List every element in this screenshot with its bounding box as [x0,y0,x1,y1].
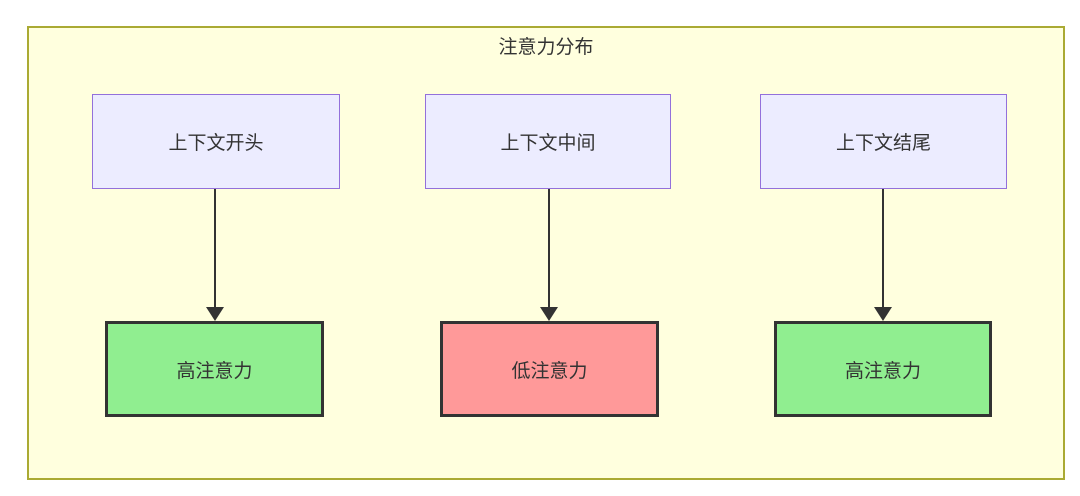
arrow-shaft [882,189,884,308]
node-high-attention-right: 高注意力 [774,321,992,417]
arrowhead-icon [206,307,224,321]
node-low-attention-label: 低注意力 [511,360,588,382]
node-context-end-label: 上下文结尾 [835,133,931,154]
node-context-middle-label: 上下文中间 [500,133,596,154]
node-context-beginning: 上下文开头 [92,94,340,189]
node-context-middle: 上下文中间 [425,94,671,189]
node-context-end: 上下文结尾 [760,94,1007,189]
arrow-shaft [214,189,216,308]
arrow-end-to-high [873,189,893,321]
arrowhead-icon [874,307,892,321]
node-high-attention-left: 高注意力 [105,321,324,417]
node-context-beginning-label: 上下文开头 [168,133,264,154]
node-high-attention-left-label: 高注意力 [176,360,253,382]
arrow-middle-to-low [539,189,559,321]
arrow-beginning-to-high [205,189,225,321]
node-low-attention: 低注意力 [440,321,659,417]
arrowhead-icon [540,307,558,321]
attention-distribution-diagram: 注意力分布 上下文开头 上下文中间 上下文结尾 高注意力 低注意力 高注意力 [27,26,1065,480]
diagram-title: 注意力分布 [498,37,594,58]
node-high-attention-right-label: 高注意力 [844,360,921,382]
arrow-shaft [548,189,550,308]
